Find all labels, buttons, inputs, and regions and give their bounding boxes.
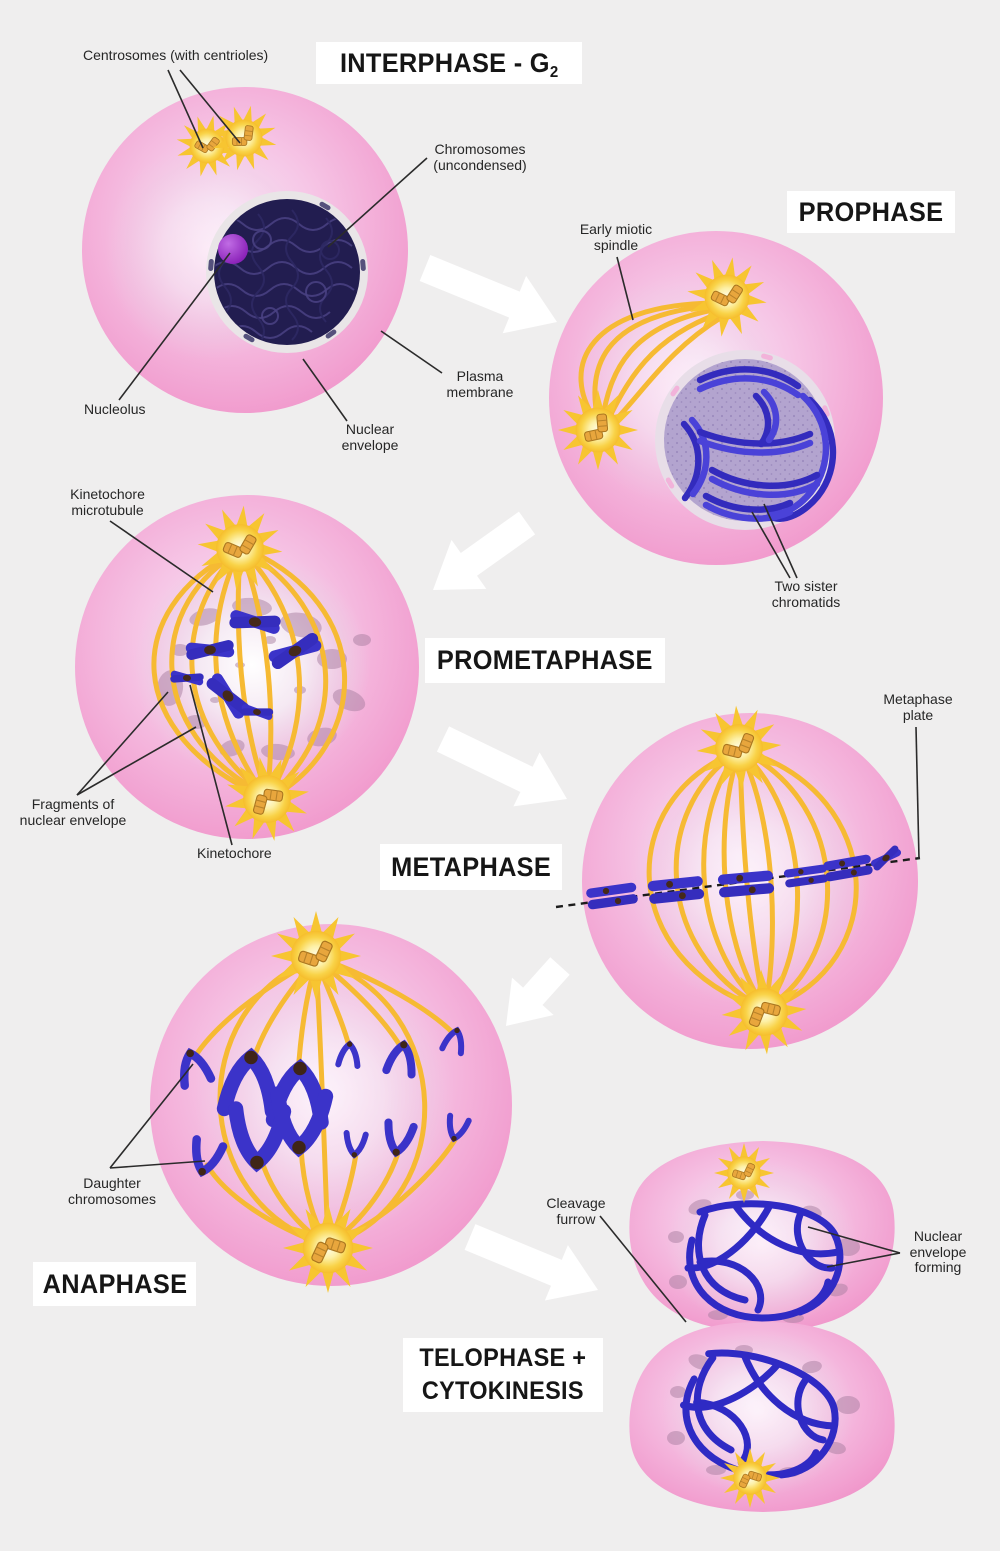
leader-lines xyxy=(76,69,920,1323)
title-interphase-subscript: 2 xyxy=(549,63,559,81)
label-metaphase-plate: Metaphase plate xyxy=(883,691,953,723)
condensed-chromosomes xyxy=(680,366,837,522)
title-anaphase: ANAPHASE xyxy=(33,1262,196,1306)
label-kinetochore: Kinetochore xyxy=(197,845,272,861)
label-nuclear-envelope-forming: Nuclear envelope forming xyxy=(909,1228,967,1276)
title-metaphase-text: METAPHASE xyxy=(390,851,552,882)
title-prophase: PROPHASE xyxy=(787,191,955,233)
title-anaphase-text: ANAPHASE xyxy=(42,1268,187,1299)
arrow-prometaphase-to-metaphase xyxy=(436,726,567,807)
title-prophase-text: PROPHASE xyxy=(798,196,944,227)
title-prometaphase: PROMETAPHASE xyxy=(425,638,665,683)
label-nucleolus: Nucleolus xyxy=(84,401,146,417)
metaphase-plate-line xyxy=(555,856,921,909)
label-chromosomes-uncondensed: Chromosomes (uncondensed) xyxy=(433,141,527,173)
arrow-metaphase-to-anaphase xyxy=(506,957,570,1026)
label-early-miotic-spindle: Early miotic spindle xyxy=(579,221,653,253)
title-telophase-cytokinesis: TELOPHASE + CYTOKINESIS xyxy=(403,1338,603,1412)
prometaphase-cell xyxy=(75,495,419,848)
arrow-anaphase-to-telophase xyxy=(464,1224,598,1301)
anaphase-cell xyxy=(150,911,512,1293)
label-centrosomes: Centrosomes (with centrioles) xyxy=(83,47,269,63)
arrow-prophase-to-prometaphase xyxy=(433,511,536,590)
nucleolus xyxy=(218,234,248,264)
label-daughter-chromosomes: Daughter chromosomes xyxy=(68,1175,156,1207)
label-two-sister-chromatids: Two sister chromatids xyxy=(771,578,841,610)
title-interphase-text: INTERPHASE - G xyxy=(339,47,550,78)
prophase-cell xyxy=(543,231,883,565)
nuclear-envelope-fragments xyxy=(667,1190,860,1477)
spindle-fibers xyxy=(151,546,347,799)
nucleus xyxy=(214,199,360,345)
label-nuclear-envelope: Nuclear envelope xyxy=(341,421,399,453)
title-metaphase: METAPHASE xyxy=(380,844,562,890)
label-cleavage-furrow: Cleavage furrow xyxy=(546,1195,606,1227)
label-fragments-nuclear-envelope: Fragments of nuclear envelope xyxy=(19,796,127,828)
phase-arrows xyxy=(419,255,598,1301)
title-prometaphase-text: PROMETAPHASE xyxy=(437,645,653,675)
metaphase-cell xyxy=(555,703,921,1058)
title-telophase-text: TELOPHASE + CYTOKINESIS xyxy=(419,1344,587,1405)
label-plasma-membrane: Plasma membrane xyxy=(446,368,514,400)
label-kinetochore-microtubule: Kinetochore microtubule xyxy=(70,486,145,518)
interphase-cell xyxy=(82,87,408,413)
telophase-cells xyxy=(629,1141,895,1512)
arrow-interphase-to-prophase xyxy=(419,255,557,334)
